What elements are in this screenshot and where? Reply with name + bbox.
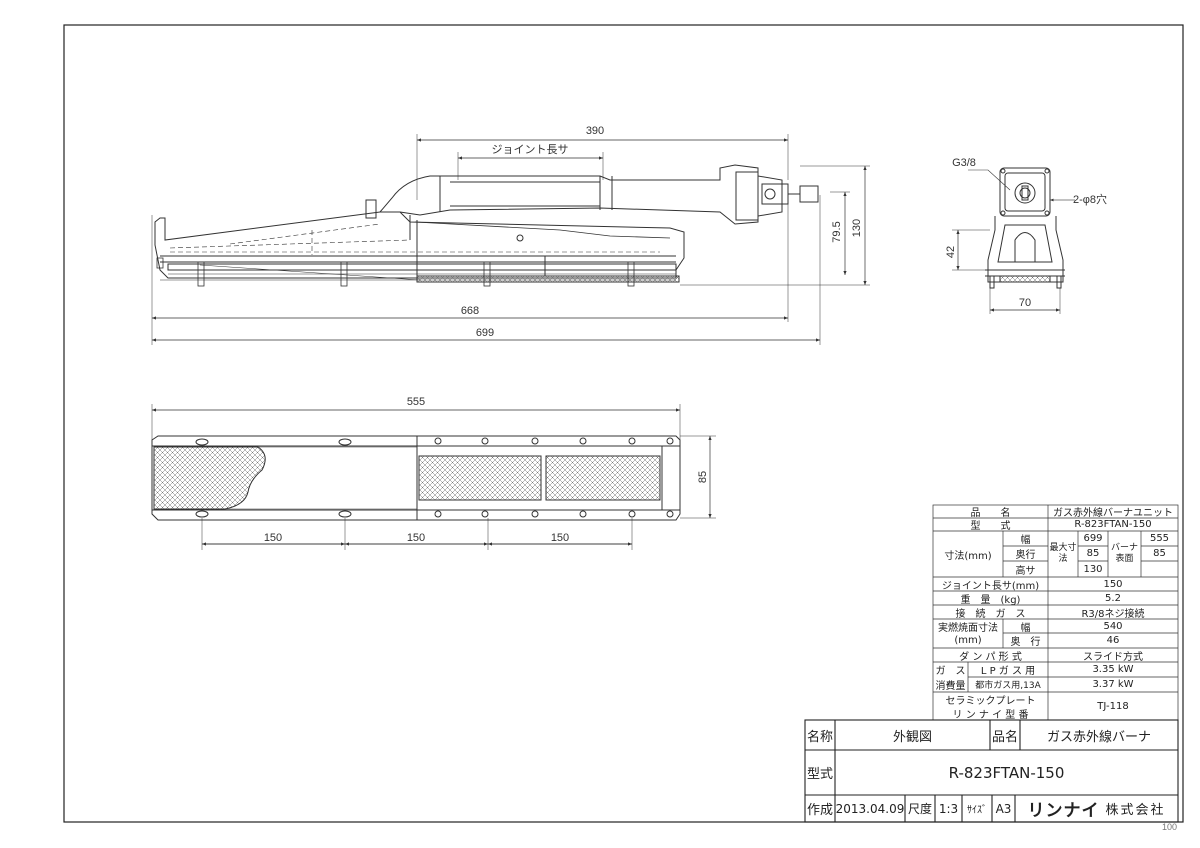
spec-depth-label: 奥行 [1015, 550, 1036, 561]
title-name-value: 外観図 [892, 729, 932, 745]
spec-combustion-depth: 46 [1106, 635, 1120, 646]
title-model-value: R-823FTAN-150 [948, 763, 1065, 782]
title-made-label: 作成 [806, 803, 833, 818]
dim-150-c: 150 [551, 532, 569, 544]
dim-g38: G3/8 [952, 157, 976, 169]
corner-mark: 100 [1162, 822, 1178, 832]
title-size-value: A3 [995, 801, 1012, 816]
title-name-label: 名称 [806, 729, 833, 745]
title-product-value: ガス赤外線バーナ [1046, 729, 1151, 745]
dim-85: 85 [697, 471, 709, 483]
spec-max-depth: 85 [1086, 548, 1100, 559]
dim-130: 130 [851, 219, 863, 237]
spec-burner-surface-label: バーナ表面 [1110, 543, 1138, 564]
spec-max-width: 699 [1083, 533, 1103, 544]
spec-model-value: R-823FTAN-150 [1074, 519, 1152, 530]
spec-combustion-width: 540 [1103, 620, 1123, 632]
dim-42: 42 [945, 246, 957, 258]
end-view [952, 167, 1075, 314]
spec-weight-value: 5.2 [1105, 592, 1121, 604]
dim-holes: 2-φ8穴 [1073, 192, 1107, 206]
drawing-border [63, 24, 1184, 823]
side-view [151, 134, 870, 345]
spec-combustion-unit: (mm) [954, 635, 982, 646]
dim-390: 390 [586, 125, 604, 137]
spec-combustion-width-label: 幅 [1020, 622, 1031, 634]
plan-view [151, 404, 716, 550]
dim-150-b: 150 [407, 532, 425, 544]
spec-city-gas-value: 3.37 kW [1092, 679, 1134, 690]
spec-height-label: 高サ [1015, 565, 1036, 577]
spec-connect-label: 接 続 ガ ス [955, 608, 1026, 620]
spec-name-value: ガス赤外線バーナユニット [1053, 508, 1173, 519]
title-size-label: ｻｲｽﾞ [967, 805, 987, 816]
spec-damper-label: ダ ン パ 形 式 [959, 651, 1022, 663]
spec-gas-label: ガ ス [935, 666, 966, 677]
spec-city-gas-label: 都市ガス用,13A [975, 681, 1041, 691]
dim-joint-length: ジョイント長サ [492, 143, 569, 156]
title-block-grid [804, 719, 1179, 823]
title-made-date: 2013.04.09 [835, 801, 905, 816]
dim-70: 70 [1019, 297, 1031, 309]
dim-699: 699 [476, 327, 494, 339]
dim-150-a: 150 [264, 532, 282, 544]
title-model-label: 型式 [806, 767, 833, 782]
spec-name-label: 品 名 [970, 508, 1011, 519]
spec-burner-width: 555 [1149, 533, 1170, 544]
spec-combustion-depth-label: 奥 行 [1010, 637, 1041, 648]
spec-joint-label: ジョイント長サ(mm) [941, 580, 1040, 592]
spec-ceramic-value: TJ-118 [1097, 700, 1129, 712]
company-logo: リンナイ [1027, 801, 1100, 821]
dim-79-5: 79.5 [831, 221, 843, 242]
spec-burner-depth: 85 [1153, 548, 1166, 559]
spec-damper-value: スライド方式 [1083, 651, 1143, 663]
title-scale-value: 1:3 [938, 801, 959, 816]
spec-weight-label: 重 量 (kg) [960, 594, 1021, 606]
title-scale-label: 尺度 [907, 802, 932, 816]
company-suffix: 株式会社 [1105, 803, 1166, 818]
title-product-label: 品名 [991, 729, 1018, 745]
spec-size-label: 寸法(mm) [944, 550, 992, 562]
spec-lp-value: 3.35 kW [1092, 664, 1134, 675]
spec-connect-value: R3/8ネジ接続 [1081, 608, 1145, 620]
spec-model-label: 型 式 [970, 521, 1011, 532]
company-name: リンナイ 株式会社 [1015, 795, 1178, 822]
dim-668: 668 [461, 305, 479, 317]
spec-combustion-label: 実燃焼面寸法 [938, 622, 998, 634]
spec-width-label: 幅 [1020, 535, 1031, 546]
dim-555: 555 [407, 396, 425, 408]
spec-joint-value: 150 [1103, 578, 1123, 590]
spec-table-grid [932, 504, 1179, 721]
spec-max-size-label: 最大寸法 [1049, 543, 1077, 564]
spec-ceramic-part-label: リ ン ナ イ 型 番 [952, 709, 1029, 721]
spec-max-height: 130 [1083, 563, 1103, 575]
spec-lp-label: L P ガ ス 用 [980, 666, 1036, 677]
spec-ceramic-label: セラミックプレート [945, 695, 1036, 707]
spec-consumption-label: 消費量 [935, 681, 966, 692]
